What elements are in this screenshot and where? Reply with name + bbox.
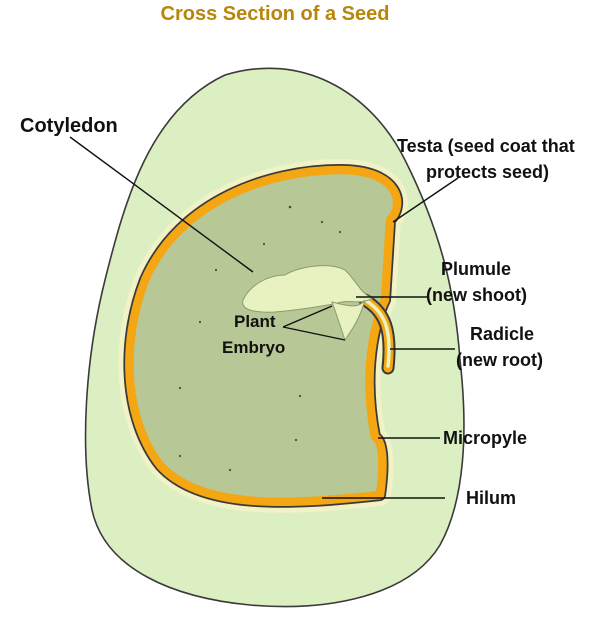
label-testa-line1: Testa (seed coat that — [397, 136, 575, 156]
leader-embryo-upper — [282, 305, 333, 328]
label-plumule-line1: Plumule — [441, 259, 511, 279]
testa-band-inner — [125, 165, 402, 507]
label-hilum: Hilum — [466, 488, 516, 508]
embryo-axis — [331, 299, 366, 342]
cotyledon-speckles — [178, 205, 342, 472]
radicle-tube-core — [363, 298, 391, 368]
leader-testa — [392, 177, 459, 223]
diagram-title: Cross Section of a Seed — [161, 3, 390, 25]
label-embryo-line2: Embryo — [222, 338, 285, 357]
label-cotyledon: Cotyledon — [20, 115, 118, 137]
label-radicle-line2: (new root) — [456, 350, 543, 370]
label-testa-line2: protects seed) — [426, 162, 549, 182]
leader-embryo-lower — [282, 326, 346, 341]
leader-cotyledon — [69, 136, 254, 273]
label-radicle-line1: Radicle — [470, 324, 534, 344]
label-embryo-line1: Plant — [234, 312, 276, 331]
label-plumule-line2: (new shoot) — [426, 285, 527, 305]
label-micropyle: Micropyle — [443, 428, 527, 448]
plant-embryo — [242, 265, 374, 313]
